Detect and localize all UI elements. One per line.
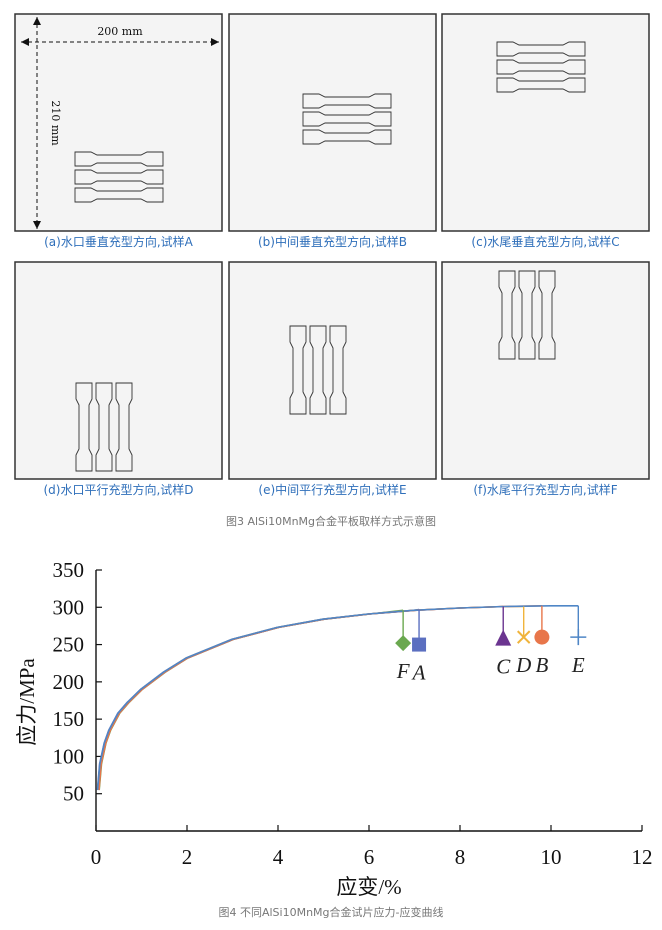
specimen-outline (496, 41, 586, 57)
marker-C (495, 629, 512, 646)
curve-A (96, 608, 420, 791)
y-tick-label: 350 (53, 558, 85, 582)
panel-b: (b)中间垂直充型方向,试样B (228, 13, 437, 249)
specimen-outline (302, 129, 392, 145)
x-axis-label: 应变/% (336, 875, 401, 899)
specimen-outline (74, 187, 164, 203)
marker-A (412, 637, 427, 652)
height-dimension: 210 mm (33, 17, 62, 229)
specimen-outline (302, 93, 392, 109)
panel-c: (c)水尾垂直充型方向,试样C (441, 13, 650, 249)
specimen-outline (74, 169, 164, 185)
panel-a-caption: (a)水口垂直充型方向,试样A (44, 234, 194, 249)
figure3: (a)水口垂直充型方向,试样A (b)中间垂直充型方向,试样B (c)水尾垂直充型方… (14, 13, 650, 528)
marker-B (534, 629, 550, 645)
specimen-outline (496, 59, 586, 75)
specimen-outline (302, 111, 392, 127)
panel-f-caption: (f)水尾平行充型方向,试样F (473, 482, 617, 497)
x-tick-label: 4 (273, 845, 284, 869)
marker-F (395, 635, 412, 652)
width-dimension-label: 200 mm (97, 25, 143, 38)
panel-e-caption: (e)中间平行充型方向,试样E (258, 482, 406, 497)
series-label-A: A (411, 661, 426, 685)
panel-d: (d)水口平行充型方向,试样D (14, 261, 223, 497)
specimen-outline (309, 325, 327, 415)
figure4-caption: 图4 不同AlSi10MnMg合金试片应力-应变曲线 (218, 905, 443, 919)
specimen-outline (74, 151, 164, 167)
specimen-outline (496, 77, 586, 93)
figure3-caption: 图3 AlSi10MnMg合金平板取样方式示意图 (226, 514, 436, 528)
y-tick-label: 100 (53, 744, 85, 768)
series-label-F: F (396, 659, 410, 683)
series-label-D: D (515, 653, 531, 677)
curve-E (96, 605, 579, 791)
curve-D (97, 605, 524, 791)
width-dimension: 200 mm (21, 25, 219, 46)
curves-layer (96, 605, 579, 791)
x-tick-label: 2 (182, 845, 193, 869)
x-tick-label: 6 (364, 845, 375, 869)
y-tick-label: 150 (53, 707, 85, 731)
plate-outline (441, 13, 650, 232)
marker-D (516, 630, 531, 644)
specimen-outline (329, 325, 347, 415)
specimen-outline (289, 325, 307, 415)
curve-F (98, 609, 404, 791)
plate-outline (14, 13, 223, 232)
panel-c-caption: (c)水尾垂直充型方向,试样C (471, 234, 619, 249)
series-label-E: E (571, 653, 585, 677)
y-tick-label: 50 (63, 782, 84, 806)
panel-d-caption: (d)水口平行充型方向,试样D (43, 482, 193, 497)
y-axis-label: 应力/MPa (15, 658, 39, 746)
marker-E (570, 629, 587, 646)
series-label-C: C (496, 655, 511, 679)
panel-b-caption: (b)中间垂直充型方向,试样B (258, 234, 407, 249)
panels-layer: (a)水口垂直充型方向,试样A (b)中间垂直充型方向,试样B (c)水尾垂直充型方… (14, 13, 650, 497)
y-tick-label: 200 (53, 670, 85, 694)
curve-B (98, 605, 542, 791)
plate-outline (14, 261, 223, 480)
x-tick-label: 8 (455, 845, 466, 869)
specimen-outline (498, 270, 516, 360)
plot-axes (95, 570, 642, 832)
specimen-outline (95, 382, 113, 472)
specimen-outline (538, 270, 556, 360)
plate-outline (441, 261, 650, 480)
plate-outline (228, 13, 437, 232)
series-label-B: B (535, 653, 548, 677)
panel-e: (e)中间平行充型方向,试样E (228, 261, 437, 497)
plate-outline (228, 261, 437, 480)
specimen-outline (518, 270, 536, 360)
panel-a: (a)水口垂直充型方向,试样A (14, 13, 223, 249)
specimen-outline (115, 382, 133, 472)
y-tick-label: 250 (53, 633, 85, 657)
curve-C (97, 605, 504, 791)
height-dimension-label: 210 mm (49, 100, 62, 146)
x-tick-label: 0 (91, 845, 102, 869)
x-tick-label: 10 (541, 845, 562, 869)
x-tick-label: 12 (632, 845, 653, 869)
panel-f: (f)水尾平行充型方向,试样F (441, 261, 650, 497)
ticks-layer: 0 2 4 6 8 10 12 50 100 150 200 250 300 350 (53, 558, 653, 869)
specimen-outline (75, 382, 93, 472)
y-tick-label: 300 (53, 595, 85, 619)
